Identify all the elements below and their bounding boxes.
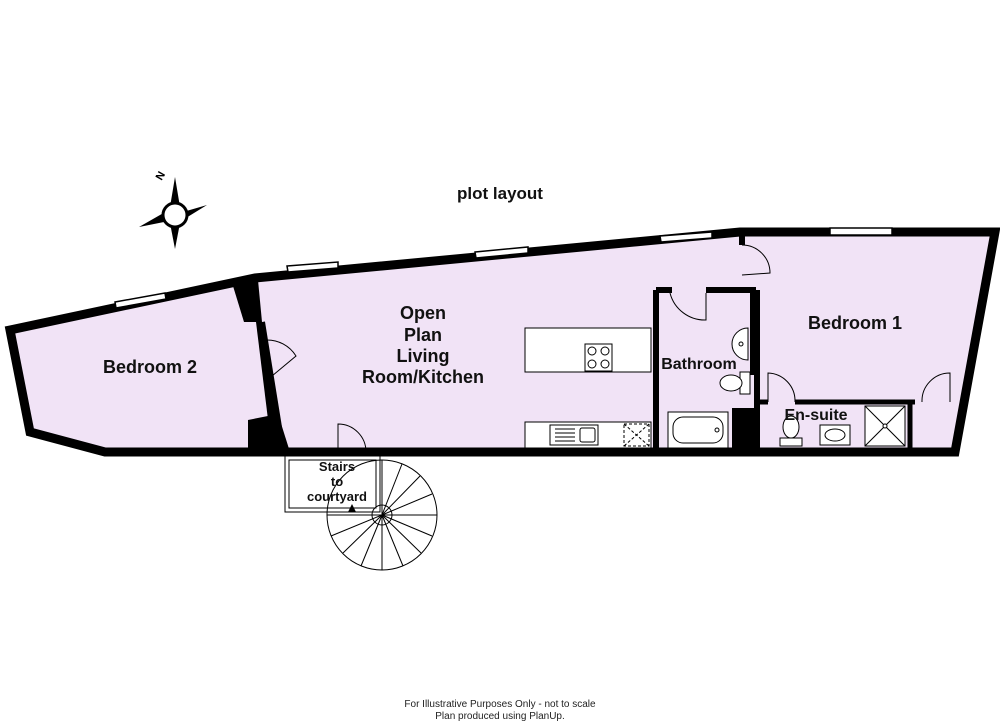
door-bathroom xyxy=(669,292,707,321)
window-living-3 xyxy=(659,231,713,243)
toilet-icon xyxy=(719,371,751,395)
label-bedroom1: Bedroom 1 xyxy=(808,313,902,333)
label-living-line1: Open xyxy=(400,303,446,323)
ensuite-walls xyxy=(754,290,915,452)
stairs-landing xyxy=(284,455,381,513)
label-bedroom2: Bedroom 2 xyxy=(103,357,197,377)
kitchen-counter xyxy=(524,421,652,449)
window-bedroom2 xyxy=(114,292,167,309)
shower-icon xyxy=(864,405,906,447)
label-stairs-line2: to xyxy=(331,474,343,489)
appliance-icon xyxy=(623,423,650,447)
hob-icon xyxy=(584,343,613,372)
window-bedroom1 xyxy=(829,227,893,236)
plan-title: plot layout xyxy=(457,184,543,203)
bathroom-walls xyxy=(653,287,756,452)
compass-icon: N xyxy=(139,170,207,249)
label-bathroom: Bathroom xyxy=(661,356,737,373)
wall-pillar xyxy=(732,408,757,452)
label-living-line4: Room/Kitchen xyxy=(362,367,484,387)
spiral-stairs xyxy=(326,459,438,571)
window-living-1 xyxy=(286,261,339,273)
label-living: Open Plan Living Room/Kitchen xyxy=(362,303,484,387)
door-bedroom2 xyxy=(265,339,297,377)
label-living-line2: Plan xyxy=(404,325,442,345)
label-stairs: Stairs to courtyard xyxy=(307,459,367,504)
sink-icon xyxy=(549,424,599,446)
basin-icon xyxy=(731,327,749,361)
door-bedroom1-closet xyxy=(921,372,951,403)
stairs-arrow-icon xyxy=(348,504,356,512)
ensuite-toilet-icon xyxy=(779,415,803,447)
windows xyxy=(114,227,893,309)
label-living-line3: Living xyxy=(397,346,450,366)
footer-credit: Plan produced using PlanUp. xyxy=(435,711,565,722)
window-living-2 xyxy=(474,246,529,259)
ensuite-basin-icon xyxy=(819,424,851,446)
door-bedroom1 xyxy=(741,244,771,276)
north-label: N xyxy=(154,170,168,183)
label-stairs-line3: courtyard xyxy=(307,489,367,504)
door-stairs xyxy=(337,423,367,453)
label-stairs-line1: Stairs xyxy=(319,459,355,474)
footer-disclaimer: For Illustrative Purposes Only - not to … xyxy=(404,699,596,710)
bathtub-icon xyxy=(667,411,729,449)
label-ensuite: En-suite xyxy=(784,407,847,424)
door-ensuite xyxy=(767,372,796,403)
